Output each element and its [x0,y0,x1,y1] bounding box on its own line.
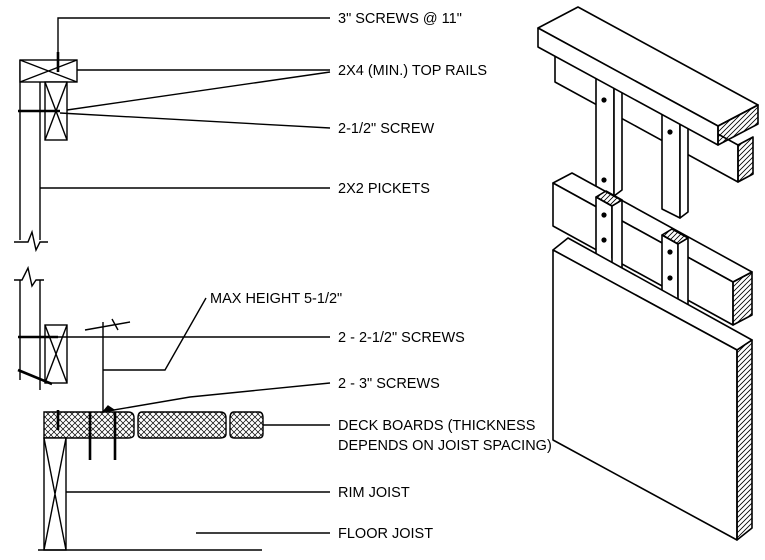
isometric-view [537,6,759,541]
leaders [40,17,331,534]
deck-board-3 [229,411,264,439]
deck-board-2 [137,411,227,439]
label-pickets: 2X2 PICKETS [338,181,430,197]
labels: 3" SCREWS @ 11" 2X4 (MIN.) TOP RAILS 2-1… [210,11,552,542]
picket-lower [19,280,41,390]
iso-picket-upper-2 [661,111,689,219]
label-top-screws: 3" SCREWS @ 11" [338,11,462,27]
iso-top-rail-flat [537,6,759,146]
label-two-screws-3: 2 - 3" SCREWS [338,376,440,392]
label-deck-boards-2: DEPENDS ON JOIST SPACING) [338,438,552,454]
label-deck-boards-1: DECK BOARDS (THICKNESS [338,418,535,434]
label-rail-screw: 2-1/2" SCREW [338,121,435,137]
picket-upper [19,60,41,240]
label-rim-joist: RIM JOIST [338,485,410,501]
iso-rim-joist [552,237,753,541]
picket-break-upper [14,229,48,253]
label-floor-joist: FLOOR JOIST [338,526,433,542]
label-max-height: MAX HEIGHT 5-1/2" [210,291,342,307]
iso-picket-upper-1 [595,77,623,197]
label-top-rails: 2X4 (MIN.) TOP RAILS [338,63,487,79]
max-height-dim [84,318,131,412]
section-view [14,52,264,551]
bottom-screw-2 [17,368,53,386]
label-two-screws-2-5: 2 - 2-1/2" SCREWS [338,330,465,346]
